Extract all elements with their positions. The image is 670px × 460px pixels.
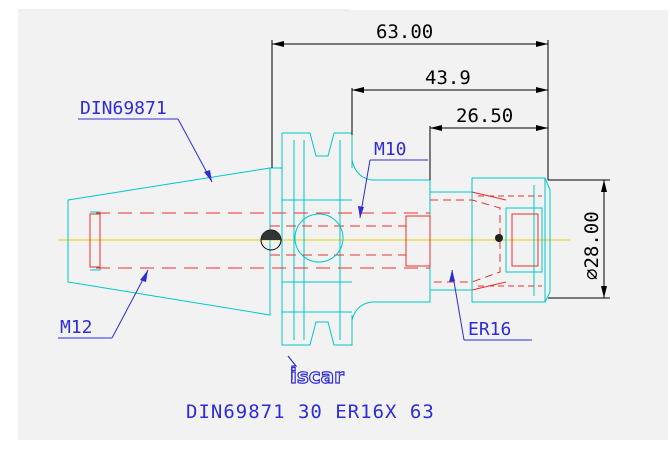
neck-body (351, 133, 551, 345)
hidden-m10-pocket (405, 215, 431, 267)
dimension-arrows (272, 41, 607, 298)
label-din69871: DIN69871 (80, 98, 167, 119)
collet-seat (505, 207, 543, 273)
center-markers (260, 213, 503, 263)
holder-outline (67, 132, 551, 346)
hidden-collet-bore (511, 213, 539, 267)
cross-hole-circle (294, 213, 344, 263)
hidden-collet-cone (430, 199, 501, 283)
dimension-lines (271, 40, 610, 299)
label-er16: ER16 (468, 319, 511, 340)
er16-leader (451, 269, 465, 341)
part-caption: DIN69871 30 ER16X 63 (186, 401, 435, 423)
balance-marker-fill (261, 230, 281, 240)
dim-diameter-label: ⌀28.00 (581, 211, 603, 280)
logo-wordmark: iscar (290, 364, 344, 388)
logo-mark-icon (287, 355, 298, 380)
flange-body (269, 132, 353, 346)
drawing-panel (18, 10, 668, 440)
dim-mid-label: 43.9 (425, 67, 471, 89)
iscar-logo: iscar (287, 355, 345, 389)
leader-arrows (140, 170, 455, 282)
hidden-lines (89, 191, 542, 291)
dim-short-label: 26.50 (456, 105, 513, 127)
hidden-nut-thread (478, 195, 542, 287)
label-m12: M12 (60, 317, 93, 338)
dim-total-label: 63.00 (376, 21, 433, 43)
hidden-m12-seat (89, 213, 101, 268)
collet-center-marker (495, 234, 503, 242)
m12-leader (111, 269, 149, 339)
label-m10: M10 (374, 139, 407, 160)
